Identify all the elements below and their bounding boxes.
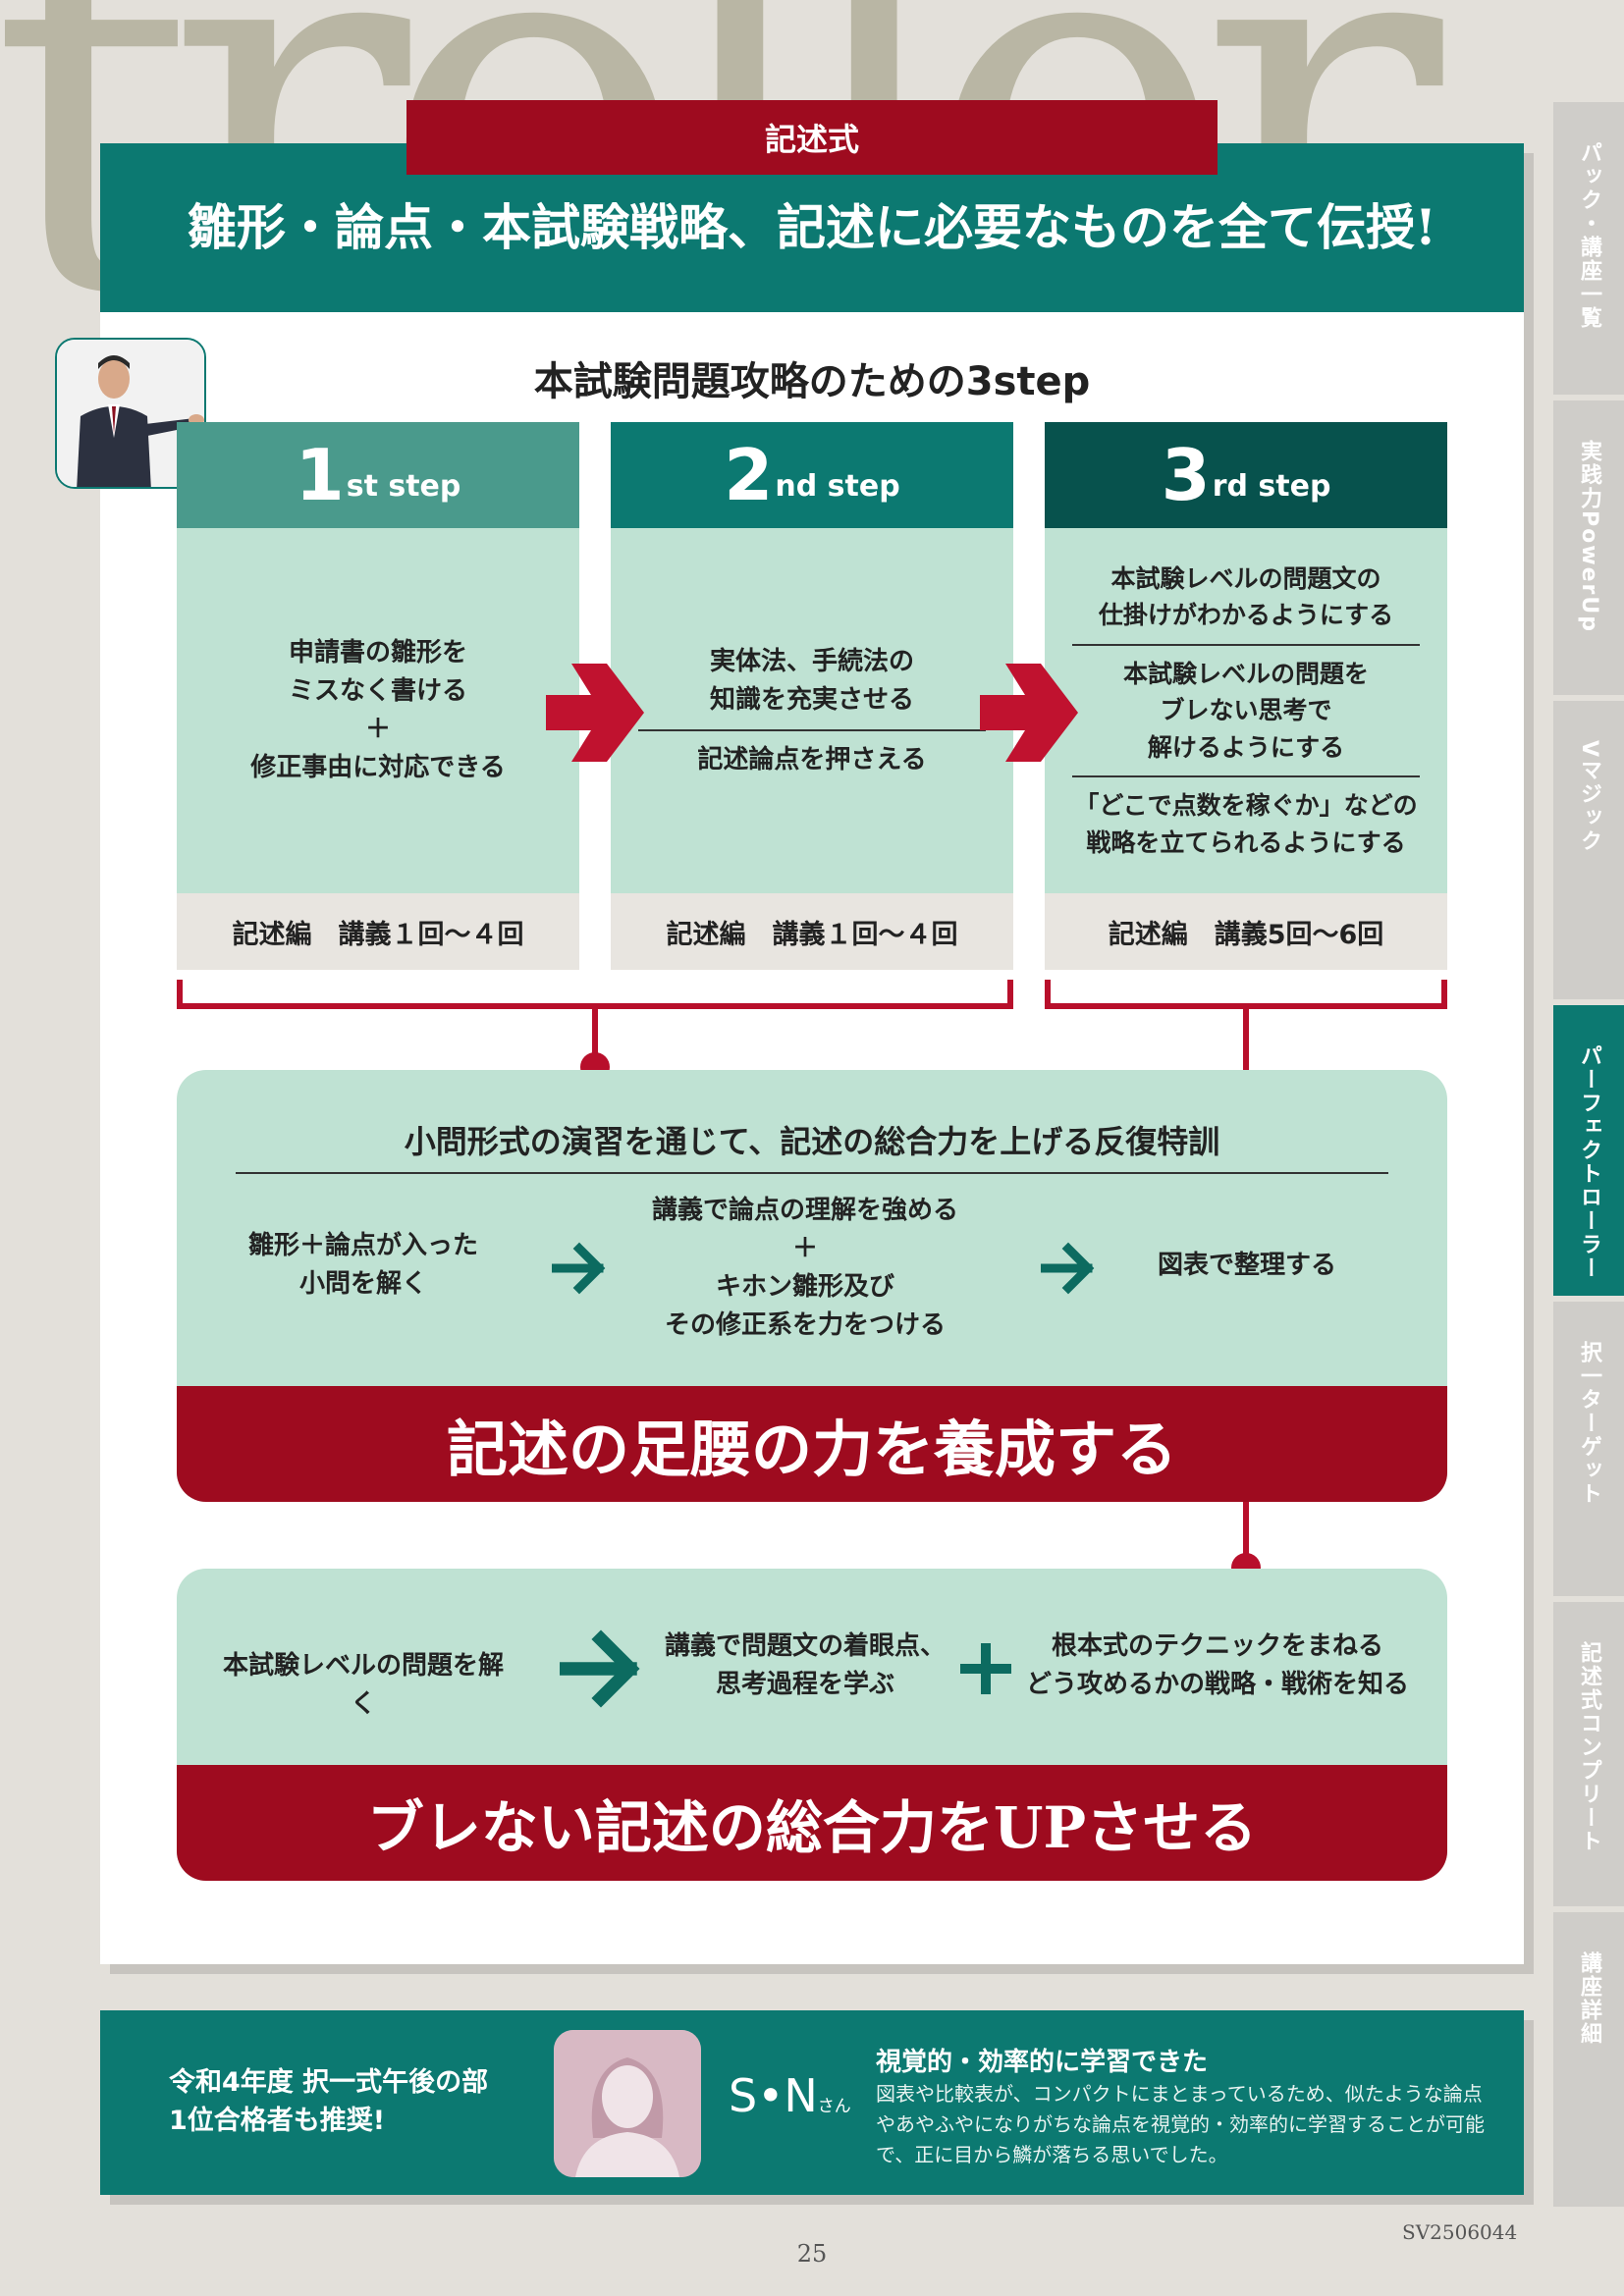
recommendation-text: 令和4年度 択一式午後の部 1位合格者も推奨! bbox=[169, 2063, 488, 2140]
flow-step-solve-exam-questions: 本試験レベルの問題を解く bbox=[216, 1647, 511, 1724]
flow-step-techniques: 根本式のテクニックをまねる どう攻めるかの戦略・戦術を知る bbox=[1021, 1628, 1414, 1704]
step-3-body: 本試験レベルの問題文の 仕掛けがわかるようにする 本試験レベルの問題を ブレない… bbox=[1045, 528, 1447, 893]
divider bbox=[1072, 775, 1420, 778]
step-text: 本試験レベルの問題文の bbox=[1110, 563, 1381, 593]
side-tab-course-detail[interactable]: 講座詳細 bbox=[1553, 1912, 1624, 2207]
student-name: S•Nさん bbox=[729, 2069, 851, 2122]
student-honorific: さん bbox=[817, 2097, 851, 2116]
side-tab-perfect-roller[interactable]: パーフェクトローラー bbox=[1553, 1005, 1624, 1296]
side-tab-label: パーフェクトローラー bbox=[1577, 1044, 1601, 1280]
arrow-right-icon bbox=[546, 664, 644, 762]
step-text: 戦略を立てられるようにする bbox=[1086, 828, 1406, 857]
flow-step-lecture-viewpoints: 講義で問題文の着眼点、 思考過程を学ぶ bbox=[658, 1628, 952, 1704]
lecturer-avatar bbox=[55, 338, 206, 489]
flow-text-line: その修正系を力をつける bbox=[664, 1310, 946, 1340]
training-panel: 小問形式の演習を通じて、記述の総合力を上げる反復特訓 雛形＋論点が入った 小問を… bbox=[177, 1070, 1447, 1502]
arrow-right-icon bbox=[1041, 1242, 1095, 1295]
panel-conclusion-band: ブレない記述の総合力をUPさせる bbox=[177, 1765, 1447, 1881]
flow-text-line: 本試験レベルの問題を解く bbox=[222, 1651, 504, 1719]
step-suffix: st step bbox=[346, 468, 461, 504]
step-text: 修正事由に対応できる bbox=[250, 753, 506, 782]
step-1-footer: 記述編 講義１回〜４回 bbox=[177, 893, 579, 970]
step-text: ブレない思考で bbox=[1160, 696, 1332, 725]
flow-text-line: 講義で問題文の着眼点、 bbox=[664, 1631, 946, 1661]
card-header: 雛形・論点・本試験戦略、記述に必要なものを全て伝授! bbox=[100, 143, 1524, 312]
side-tab-label: Vマジック bbox=[1577, 740, 1601, 854]
step-text: 本試験レベルの問題を bbox=[1122, 659, 1369, 688]
testimonial-body: 図表や比較表が、コンパクトにまとまっているため、似たような論点やあやふやになりが… bbox=[876, 2082, 1485, 2166]
page-number: 25 bbox=[796, 2240, 828, 2268]
student-initials: S•N bbox=[729, 2069, 818, 2122]
step-3-footer: 記述編 講義5回〜6回 bbox=[1045, 893, 1447, 970]
flow-text-line: ＋ bbox=[791, 1234, 818, 1263]
step-text: 知識を充実させる bbox=[709, 684, 914, 715]
side-tab-label: 講座詳細 bbox=[1577, 1951, 1601, 2046]
side-tab-label: 実践力PowerUp bbox=[1577, 440, 1601, 633]
side-tab-label: 択一ターゲット bbox=[1577, 1341, 1601, 1506]
panel-title: 小問形式の演習を通じて、記述の総合力を上げる反復特訓 bbox=[236, 1117, 1388, 1174]
student-avatar bbox=[554, 2030, 701, 2177]
side-tab-pack-list[interactable]: パック・講座一覧 bbox=[1553, 102, 1624, 395]
side-tab-label: パック・講座一覧 bbox=[1577, 141, 1601, 330]
step-number: 2 bbox=[724, 434, 774, 516]
step-number: 1 bbox=[295, 434, 345, 516]
flow-text-line: キホン雛形及び bbox=[715, 1272, 894, 1302]
flow-step-lecture: 講義で論点の理解を強める ＋ キホン雛形及び その修正系を力をつける bbox=[619, 1192, 992, 1345]
step-text: 解けるようにする bbox=[1147, 732, 1345, 762]
step-text: 仕掛けがわかるようにする bbox=[1098, 601, 1394, 630]
plus-icon bbox=[960, 1643, 1011, 1694]
headline: 雛形・論点・本試験戦略、記述に必要なものを全て伝授! bbox=[188, 198, 1436, 256]
step-text: ＋ bbox=[364, 715, 391, 744]
side-index-tabs: パック・講座一覧 実践力PowerUp Vマジック パーフェクトローラー 択一タ… bbox=[1553, 102, 1624, 2213]
step-1-body: 申請書の雛形を ミスなく書ける ＋ 修正事由に対応できる bbox=[177, 528, 579, 893]
side-tab-label: 記述式コンプリート bbox=[1577, 1641, 1601, 1853]
divider bbox=[638, 728, 986, 731]
flow-text-line: 雛形＋論点が入った bbox=[247, 1231, 478, 1260]
flow-step-organize-charts: 図表で整理する bbox=[1100, 1247, 1394, 1285]
step-text: 「どこで点数を稼ぐか」などの bbox=[1074, 791, 1418, 821]
connector-line bbox=[1243, 1005, 1249, 1070]
flow-text-line: どう攻めるかの戦略・戦術を知る bbox=[1025, 1670, 1409, 1699]
flow-text-line: 小問を解く bbox=[298, 1269, 427, 1299]
flow-text-line: 図表で整理する bbox=[1157, 1251, 1336, 1280]
step-suffix: rd step bbox=[1212, 468, 1331, 504]
step-number: 3 bbox=[1161, 434, 1211, 516]
flow-text-line: 根本式のテクニックをまねる bbox=[1051, 1631, 1383, 1661]
exam-level-panel: 本試験レベルの問題を解く 講義で問題文の着眼点、 思考過程を学ぶ 根本式のテクニ… bbox=[177, 1569, 1447, 1881]
step-2-body: 実体法、手続法の 知識を充実させる 記述論点を押さえる bbox=[611, 528, 1013, 893]
side-tab-target[interactable]: 択一ターゲット bbox=[1553, 1302, 1624, 1596]
divider bbox=[1072, 643, 1420, 646]
arrow-right-icon bbox=[560, 1629, 640, 1708]
arrow-right-icon bbox=[552, 1242, 606, 1295]
flow-step-solve-small-questions: 雛形＋論点が入った 小問を解く bbox=[216, 1227, 511, 1304]
flow-text-line: 講義で論点の理解を強める bbox=[651, 1196, 958, 1225]
step-text: ミスなく書ける bbox=[288, 676, 467, 706]
section-tag: 記述式 bbox=[406, 100, 1218, 175]
side-tab-powerup[interactable]: 実践力PowerUp bbox=[1553, 400, 1624, 695]
step-2-footer: 記述編 講義１回〜４回 bbox=[611, 893, 1013, 970]
testimonial-band: 令和4年度 択一式午後の部 1位合格者も推奨! S•Nさん 視覚的・効率的に学習… bbox=[100, 2010, 1524, 2195]
panel-conclusion-band: 記述の足腰の力を養成する bbox=[177, 1386, 1447, 1502]
steps-title: 本試験問題攻略のための3step bbox=[533, 359, 1091, 404]
step-suffix: nd step bbox=[775, 468, 900, 504]
recommendation-line: 1位合格者も推奨! bbox=[169, 2106, 386, 2137]
side-tab-v-magic[interactable]: Vマジック bbox=[1553, 701, 1624, 999]
arrow-right-icon bbox=[980, 664, 1078, 762]
document-code: SV2506044 bbox=[1402, 2220, 1518, 2244]
step-text: 実体法、手続法の bbox=[709, 646, 914, 676]
connector-line bbox=[1243, 1502, 1249, 1567]
connector-line bbox=[592, 1005, 598, 1064]
flow-text-line: 思考過程を学ぶ bbox=[715, 1670, 894, 1699]
step-text: 申請書の雛形を bbox=[288, 638, 467, 667]
testimonial-title: 視覚的・効率的に学習できた bbox=[876, 2048, 1209, 2077]
recommendation-line: 令和4年度 択一式午後の部 bbox=[169, 2067, 489, 2098]
step-text: 記述論点を押さえる bbox=[697, 744, 927, 774]
side-tab-kijutsu-complete[interactable]: 記述式コンプリート bbox=[1553, 1602, 1624, 1906]
